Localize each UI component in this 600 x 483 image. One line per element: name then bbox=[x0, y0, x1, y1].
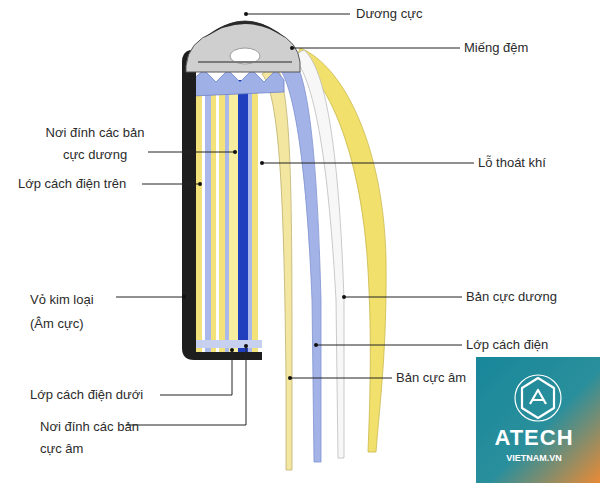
leader-dot bbox=[244, 344, 248, 348]
part-label: Dương cực bbox=[356, 6, 422, 22]
cap-dome bbox=[204, 21, 286, 38]
core-layer bbox=[225, 88, 229, 352]
core-layer bbox=[252, 88, 258, 352]
leader-dot bbox=[342, 295, 346, 299]
core-layer bbox=[238, 80, 248, 352]
part-label: Lớp cách điện dưới bbox=[30, 387, 143, 403]
core-layer bbox=[248, 88, 252, 352]
part-label: Vỏ kim loại (Âm cực) bbox=[30, 288, 118, 336]
gasket bbox=[186, 21, 300, 72]
watermark-logo bbox=[515, 375, 561, 421]
leader-line bbox=[344, 297, 462, 298]
part-label: Nơi đính các bản cực âm bbox=[40, 416, 140, 460]
metal-case bbox=[182, 50, 262, 360]
leader-line bbox=[126, 346, 246, 425]
watermark-panel bbox=[476, 357, 600, 483]
leader-line bbox=[160, 350, 232, 395]
leader-line bbox=[148, 152, 235, 153]
leader-dot bbox=[198, 182, 202, 186]
leader-dot bbox=[244, 12, 248, 16]
watermark-text: ATECH bbox=[472, 426, 596, 450]
leader-dot bbox=[230, 348, 234, 352]
core-layer bbox=[202, 88, 205, 352]
core-layer bbox=[216, 88, 219, 352]
cap-plate bbox=[198, 61, 292, 63]
leader-dot bbox=[182, 295, 186, 299]
leader-dot bbox=[260, 161, 264, 165]
leader-dot bbox=[290, 46, 294, 50]
core-layer bbox=[211, 88, 216, 352]
rolled-core bbox=[192, 70, 284, 352]
leader-line bbox=[292, 48, 460, 49]
leader-lines bbox=[116, 14, 474, 425]
core-layer bbox=[196, 88, 202, 352]
negative-sheet bbox=[262, 64, 292, 470]
leader-dot bbox=[314, 343, 318, 347]
core-layer bbox=[229, 88, 238, 352]
logo-shape bbox=[515, 375, 561, 421]
part-label: Nơi đính các bản cực dương bbox=[45, 122, 145, 166]
part-label: Lớp cách điện trên bbox=[18, 176, 126, 192]
leader-line bbox=[262, 163, 474, 164]
core-layer bbox=[219, 88, 225, 352]
electrode-sheets bbox=[262, 48, 386, 470]
leader-dot bbox=[288, 376, 292, 380]
logo-shape bbox=[522, 378, 554, 418]
part-label: Lỗ thoát khí bbox=[478, 155, 546, 171]
part-label: Lớp cách điện bbox=[466, 337, 548, 353]
positive-cap bbox=[186, 21, 300, 72]
leader-line bbox=[116, 297, 184, 298]
part-label: Bản cực dương bbox=[466, 289, 557, 305]
watermark bbox=[476, 357, 600, 483]
bottom-insulator bbox=[196, 340, 262, 348]
leader-line bbox=[316, 345, 462, 346]
part-label: Bản cực âm bbox=[396, 370, 466, 386]
leader-line bbox=[142, 184, 200, 185]
logo-shape bbox=[530, 390, 546, 404]
leader-line bbox=[246, 14, 350, 15]
top-insulator bbox=[192, 70, 284, 96]
core-layer bbox=[205, 88, 211, 352]
leader-dots bbox=[182, 12, 346, 380]
leader-line bbox=[290, 378, 392, 379]
part-label: Miếng đệm bbox=[464, 40, 528, 56]
watermark-text: VIETNAM.VN bbox=[472, 453, 596, 464]
core-layer bbox=[258, 88, 262, 352]
leader-dot bbox=[233, 150, 237, 154]
